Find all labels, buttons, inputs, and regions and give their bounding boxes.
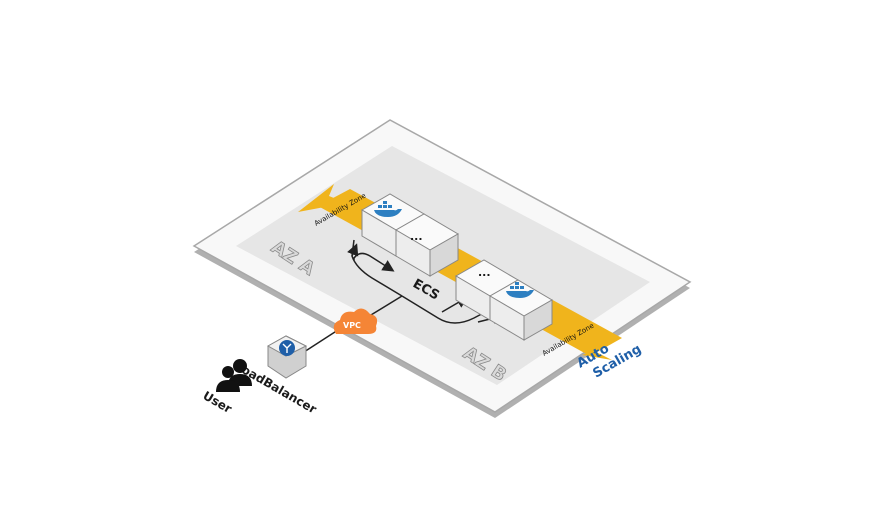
arrow-to-az-a-upper <box>347 243 359 257</box>
vpc-to-ecs-line <box>365 295 403 319</box>
user-label: User <box>201 388 235 416</box>
vpc-cloud-icon: VPC <box>333 308 378 334</box>
docker-whale-icon <box>506 282 534 298</box>
ecs-right-branch-line <box>401 295 509 324</box>
load-balancer-icon <box>266 335 308 379</box>
arrow-to-az-a-container <box>353 252 395 272</box>
vpc-to-loadbalancer-line <box>303 329 339 353</box>
container-az-b-docker <box>489 279 553 341</box>
connection-lines <box>303 239 509 353</box>
docker-whale-icon <box>374 201 402 217</box>
container-az-a-ellipsis-text: ... <box>410 230 423 243</box>
vpc-label: VPC <box>343 321 361 330</box>
user-icon <box>216 359 252 392</box>
container-az-a-docker <box>361 193 425 257</box>
container-az-a-ellipsis: ... <box>395 213 459 277</box>
container-az-b-ellipsis-text: ... <box>478 266 491 279</box>
